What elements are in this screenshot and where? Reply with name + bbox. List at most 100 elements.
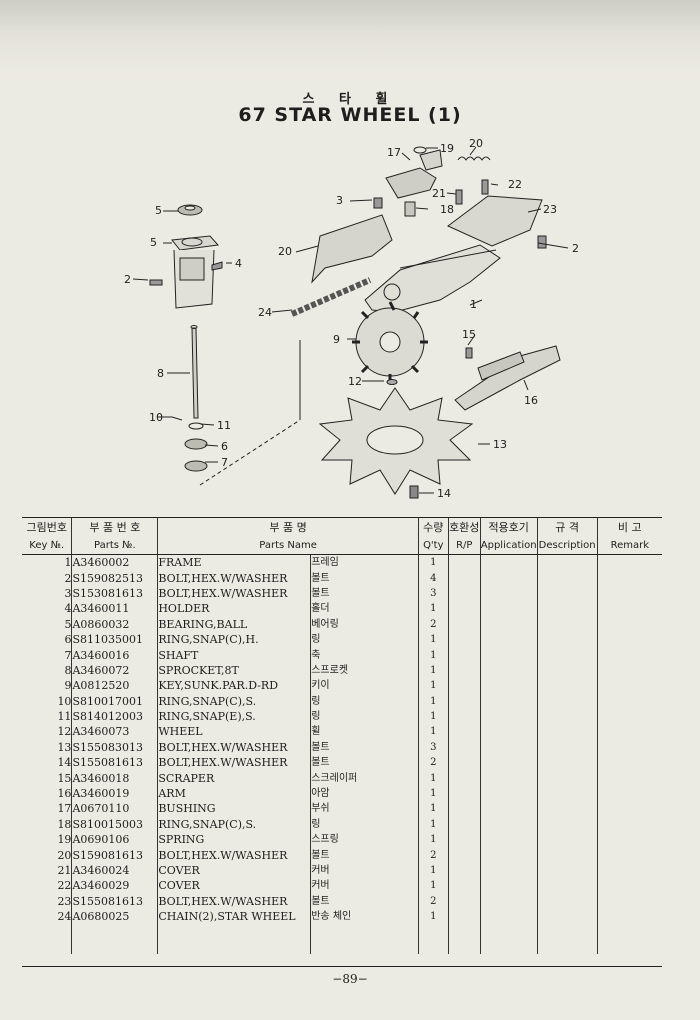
cell-description [536, 801, 598, 817]
cell-description [536, 554, 598, 571]
cell-remark [596, 847, 662, 863]
cell-rp [447, 554, 481, 571]
callout-8: 9 [333, 333, 340, 346]
cell-rp [447, 893, 481, 909]
cell-qty: 1 [417, 816, 449, 833]
cell-remark [596, 862, 662, 879]
cell-part-number: A0670110 [71, 801, 158, 817]
cell-part-name-korean: 링 [310, 816, 419, 833]
cell-description [536, 785, 598, 802]
callout-6: 7 [221, 456, 228, 469]
cell-part-name-korean: 링 [310, 708, 419, 725]
cell-qty: 1 [417, 662, 449, 679]
callout-15: 16 [524, 394, 538, 407]
cell-application [479, 708, 538, 725]
cell-qty: 1 [417, 724, 449, 740]
cell-qty: 1 [417, 601, 449, 617]
cell-remark [596, 693, 662, 709]
header-description-en: Description [536, 536, 598, 555]
cell-remark [596, 678, 662, 694]
cell-key: 5 [64, 617, 72, 631]
cell-remark [596, 631, 662, 648]
cell-description [536, 678, 598, 694]
callout-5-bottom: 6 [221, 440, 228, 453]
cell-qty: 1 [417, 554, 449, 571]
cell-part-number: A0690106 [71, 832, 158, 848]
cell-rp [447, 693, 481, 709]
cell-part-name: BEARING,BALL [157, 616, 311, 632]
cell-part-number: A3460016 [71, 647, 158, 663]
cell-application [479, 878, 538, 894]
header-part-name-en: Parts Name [157, 536, 419, 555]
cell-part-name-korean: 커버 [310, 862, 419, 879]
header-remark: 비 고 [596, 517, 662, 536]
page-title-korean: 스 타 휠 [302, 92, 398, 107]
callout-3: 4 [235, 257, 242, 270]
cell-part-number: A0680025 [71, 908, 158, 955]
callout-24: 24 [258, 306, 272, 319]
cell-part-name: BOLT,HEX.W/WASHER [157, 755, 311, 771]
header-part-name: 부 품 명 [157, 517, 419, 536]
cell-key: 12 [57, 725, 72, 739]
cell-application [479, 908, 538, 955]
cell-remark [596, 893, 662, 909]
cell-part-number: A3460024 [71, 862, 158, 879]
footer-rule [22, 966, 662, 967]
cell-qty: 4 [417, 570, 449, 586]
cell-application [479, 785, 538, 802]
cell-part-name-korean: 스크레이퍼 [310, 770, 419, 786]
callout-16: 17 [387, 146, 401, 159]
cell-part-name: CHAIN(2),STAR WHEEL [157, 908, 311, 955]
cell-rp [447, 570, 481, 586]
cell-rp [447, 708, 481, 725]
cell-part-number: A0812520 [71, 678, 158, 694]
cell-application [479, 647, 538, 663]
cell-part-name-korean: 링 [310, 631, 419, 648]
cell-qty: 1 [417, 647, 449, 663]
header-part-number-en: Parts №. [71, 536, 158, 555]
cell-qty: 1 [417, 678, 449, 694]
cell-qty: 1 [417, 785, 449, 802]
cell-part-number: A3460002 [71, 554, 158, 571]
header-part-number: 부 품 번 호 [71, 517, 158, 536]
cell-description [536, 739, 598, 756]
cell-part-name-korean: 볼트 [310, 585, 419, 602]
callout-2-left: 2 [124, 273, 131, 286]
cell-rp [447, 739, 481, 756]
cell-application [479, 631, 538, 648]
cell-remark [596, 816, 662, 833]
cell-remark [596, 570, 662, 586]
cell-part-name-korean: 반송 체인 [310, 908, 419, 955]
page-title: 67 STAR WHEEL (1) [238, 104, 462, 126]
cell-key: 21 [57, 864, 72, 877]
cell-qty: 2 [417, 893, 449, 909]
callout-9: 10 [149, 411, 163, 424]
cell-application [479, 770, 538, 786]
cell-key: 15 [57, 771, 72, 785]
cell-qty: 1 [417, 832, 449, 848]
cell-part-name-korean: 볼트 [310, 570, 419, 586]
cell-part-name-korean: 프레임 [310, 554, 419, 571]
cell-qty: 2 [417, 616, 449, 632]
cell-part-name-korean: 아암 [310, 785, 419, 802]
cell-key: 4 [64, 602, 72, 616]
header-remark-en: Remark [596, 536, 662, 555]
cell-application [479, 755, 538, 771]
cell-rp [447, 801, 481, 817]
cell-key: 14 [57, 756, 72, 770]
cell-key: 18 [57, 817, 72, 831]
cell-part-name: RING,SNAP(C),S. [157, 816, 311, 833]
cell-description [536, 585, 598, 602]
cell-qty: 2 [417, 755, 449, 771]
callout-1: 1 [470, 298, 477, 311]
cell-key: 2 [64, 571, 72, 585]
cell-key: 17 [57, 802, 72, 816]
